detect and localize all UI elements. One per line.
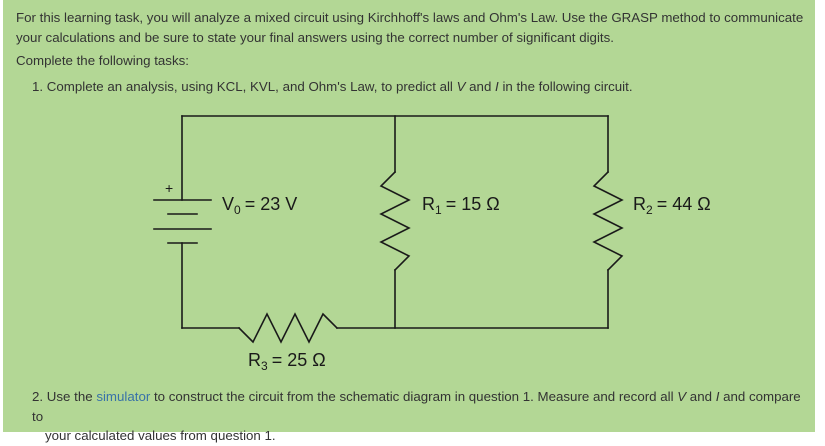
source-subscript: 0 <box>234 203 241 217</box>
task-1: 1. Complete an analysis, using KCL, KVL,… <box>32 77 633 96</box>
task-1-var-v: V <box>456 79 466 94</box>
r2-label: R2 = 44 Ω <box>633 194 711 217</box>
r3-label: R3 = 25 Ω <box>248 350 326 373</box>
task-2: 2. Use the simulator to construct the ci… <box>32 387 802 446</box>
content-panel: For this learning task, you will analyze… <box>3 0 815 443</box>
task-2-text-and: and <box>686 389 716 404</box>
source-label: V0 = 23 V <box>222 194 297 217</box>
intro-paragraph: For this learning task, you will analyze… <box>16 10 804 45</box>
r3-symbol: R <box>248 350 261 370</box>
task-1-text-and: and <box>465 79 496 94</box>
r1-subscript: 1 <box>435 203 442 217</box>
task-2-var-i: I <box>715 389 720 404</box>
r1-value: = 15 Ω <box>446 194 500 214</box>
source-value: = 23 V <box>245 194 298 214</box>
r1-symbol: R <box>422 194 435 214</box>
battery-plus-sign: + <box>165 180 173 196</box>
task-2-text-after: and compare to <box>32 389 801 424</box>
task-1-text-after: in the following circuit. <box>498 79 633 94</box>
task-1-var-i: I <box>495 79 499 94</box>
resistor-r3 <box>237 312 339 344</box>
source-symbol: V <box>222 194 234 214</box>
simulator-link[interactable]: simulator <box>96 389 151 404</box>
circuit-diagram: + V0= 23 V R1= 15 Ω R2= 44 Ω R3= 25 Ω <box>153 115 711 373</box>
r2-value: = 44 Ω <box>657 194 711 214</box>
task-2-text-before: Use the <box>46 389 97 404</box>
task-1-number: 1. <box>32 79 44 94</box>
task-2-text-mid: to construct the circuit from the schema… <box>150 389 678 404</box>
resistor-r1 <box>379 170 411 272</box>
task-2-text-cont: your calculated values from question 1. <box>45 428 276 443</box>
tasks-lead: Complete the following tasks: <box>16 53 189 68</box>
task-2-number: 2. <box>32 389 44 404</box>
r3-subscript: 3 <box>261 359 268 373</box>
task-2-var-v: V <box>677 389 687 404</box>
r2-subscript: 2 <box>646 203 653 217</box>
r1-label: R1 = 15 Ω <box>422 194 500 217</box>
task-1-text-before: Complete an analysis, using KCL, KVL, an… <box>46 79 457 94</box>
r2-symbol: R <box>633 194 646 214</box>
r3-value: = 25 Ω <box>272 350 326 370</box>
resistor-r2 <box>592 170 624 272</box>
